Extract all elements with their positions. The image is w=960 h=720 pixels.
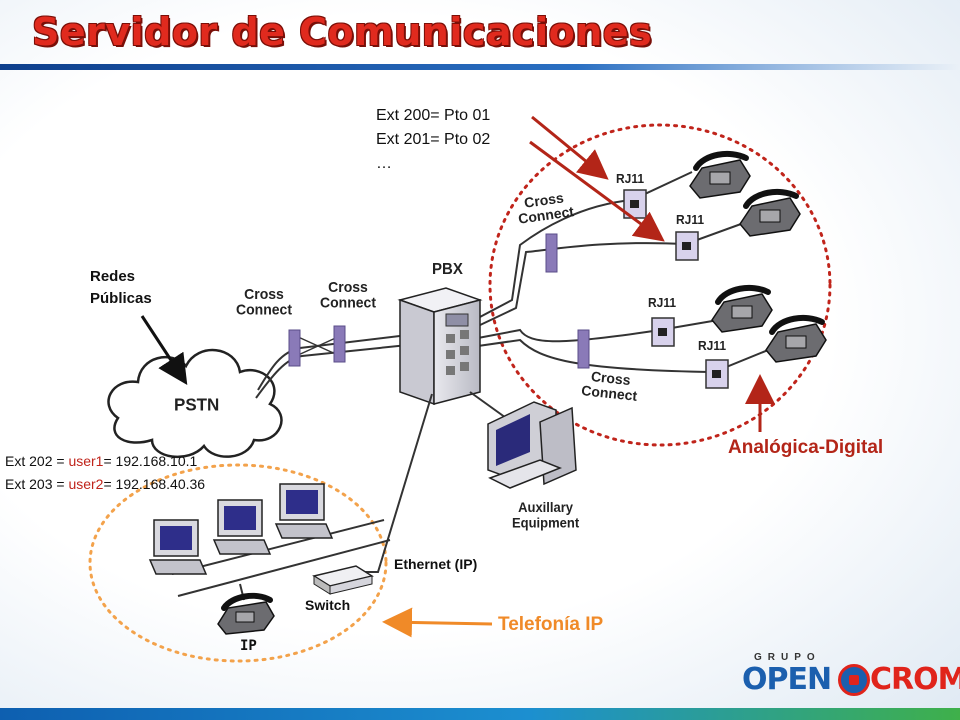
ext-line: Ext 200= Pto 01: [376, 107, 491, 124]
logo-mark-icon: [838, 664, 870, 696]
ip-zone-outline: [88, 463, 388, 663]
analog-extension-list: Ext 200= Pto 01 Ext 201= Pto 02 …: [376, 104, 490, 176]
slide-title: Servidor de Comunicaciones: [32, 10, 653, 54]
ext-line: …: [376, 155, 392, 172]
rj11-jack-3: [651, 317, 675, 347]
cross-connect-pstn: [295, 335, 341, 357]
network-switch: [312, 565, 374, 595]
switch-label: Switch: [305, 597, 351, 613]
rj11-label-4: RJ11: [698, 338, 727, 354]
ip-extension-list: Ext 202 = user1= 192.168.10.1 Ext 203 = …: [5, 450, 205, 496]
pbx-server: [397, 287, 483, 406]
extension-cables: [477, 171, 779, 374]
rj11-jack-4: [705, 359, 729, 389]
telefonia-ip-label: Telefonía IP: [498, 614, 604, 635]
arrow-ext201: [529, 140, 665, 242]
cross-connect-block-4: [577, 329, 590, 369]
lan-bus: [171, 519, 391, 597]
arrow-ext200: [531, 115, 609, 180]
pstn-label: PSTN: [174, 394, 220, 415]
arrow-redes: [140, 315, 188, 386]
rj11-label-1: RJ11: [616, 171, 645, 187]
analog-phone-1: [689, 150, 751, 199]
lan-computer-3: [274, 483, 334, 539]
lan-computer-2: [212, 499, 272, 555]
trunk-cables: [255, 334, 409, 399]
bottom-band: [0, 708, 960, 720]
analog-phone-3: [711, 284, 773, 333]
pstn-cloud: [107, 349, 283, 459]
ip-phone: [217, 592, 275, 635]
ethernet-cable: [350, 393, 433, 573]
rj11-jack-2: [675, 231, 699, 261]
analog-digital-label: Analógica-Digital: [728, 437, 884, 458]
auxiliary-equipment: [487, 401, 577, 489]
ext-line: Ext 201= Pto 02: [376, 131, 491, 148]
rj11-label-3: RJ11: [648, 295, 677, 311]
analog-phone-4: [765, 314, 827, 363]
cross-connect-block-2: [333, 325, 346, 363]
ip-phone-label: IP: [240, 638, 257, 654]
title-underline: [0, 64, 960, 70]
rj11-jack-1: [623, 189, 647, 219]
ethernet-label: Ethernet (IP): [394, 556, 478, 572]
analog-phone-2: [739, 188, 801, 237]
pbx-label: PBX: [432, 260, 463, 279]
lan-computer-1: [148, 519, 208, 575]
cross-connect-block-1: [288, 329, 301, 367]
ip-ext-line: Ext 202 = user1= 192.168.10.1: [5, 453, 198, 469]
rj11-label-2: RJ11: [676, 212, 705, 228]
ip-ext-line: Ext 203 = user2= 192.168.40.36: [5, 476, 206, 492]
cross-connect-block-3: [545, 233, 558, 273]
analog-zone-outline: [488, 123, 832, 447]
arrow-telefonia-ip: [382, 607, 493, 638]
opencrom-logo: GRUPO OPEN CROM: [742, 652, 960, 697]
